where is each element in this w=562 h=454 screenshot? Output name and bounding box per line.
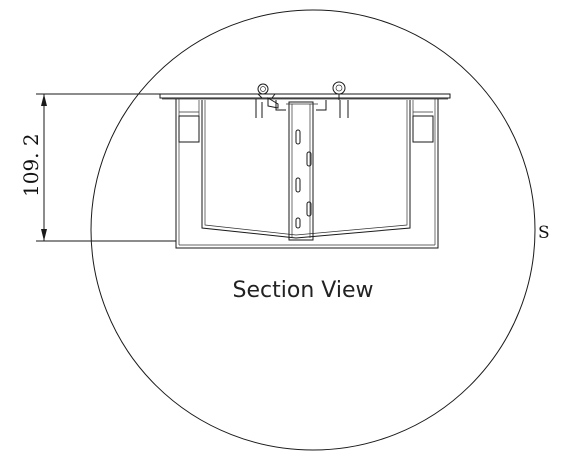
column-slot: [306, 151, 312, 167]
top-clips: [275, 100, 349, 118]
enclosure-section: [159, 81, 451, 249]
right-bracket: [412, 115, 434, 143]
section-view-caption: Section View: [233, 278, 374, 303]
inner-bin: [201, 100, 411, 239]
outer-box: [175, 99, 439, 249]
left-bracket: [178, 115, 200, 143]
section-marker-label: S: [538, 223, 550, 243]
center-column: [288, 101, 314, 241]
left-hinge: [255, 83, 279, 118]
dimension-arrow-bottom: [41, 229, 47, 241]
column-slot: [295, 129, 301, 145]
column-slot: [295, 177, 301, 193]
dimension-value: 109. 2: [19, 133, 43, 197]
column-slot: [306, 201, 312, 217]
inner-bin-inner-wall: [204, 100, 408, 236]
right-lifting-eye: [332, 81, 346, 100]
height-dimension: 109. 2: [19, 93, 176, 242]
top-flange: [159, 93, 451, 99]
dimension-arrow-top: [41, 94, 47, 106]
column-slot: [295, 217, 301, 229]
detail-circle: [90, 9, 536, 451]
